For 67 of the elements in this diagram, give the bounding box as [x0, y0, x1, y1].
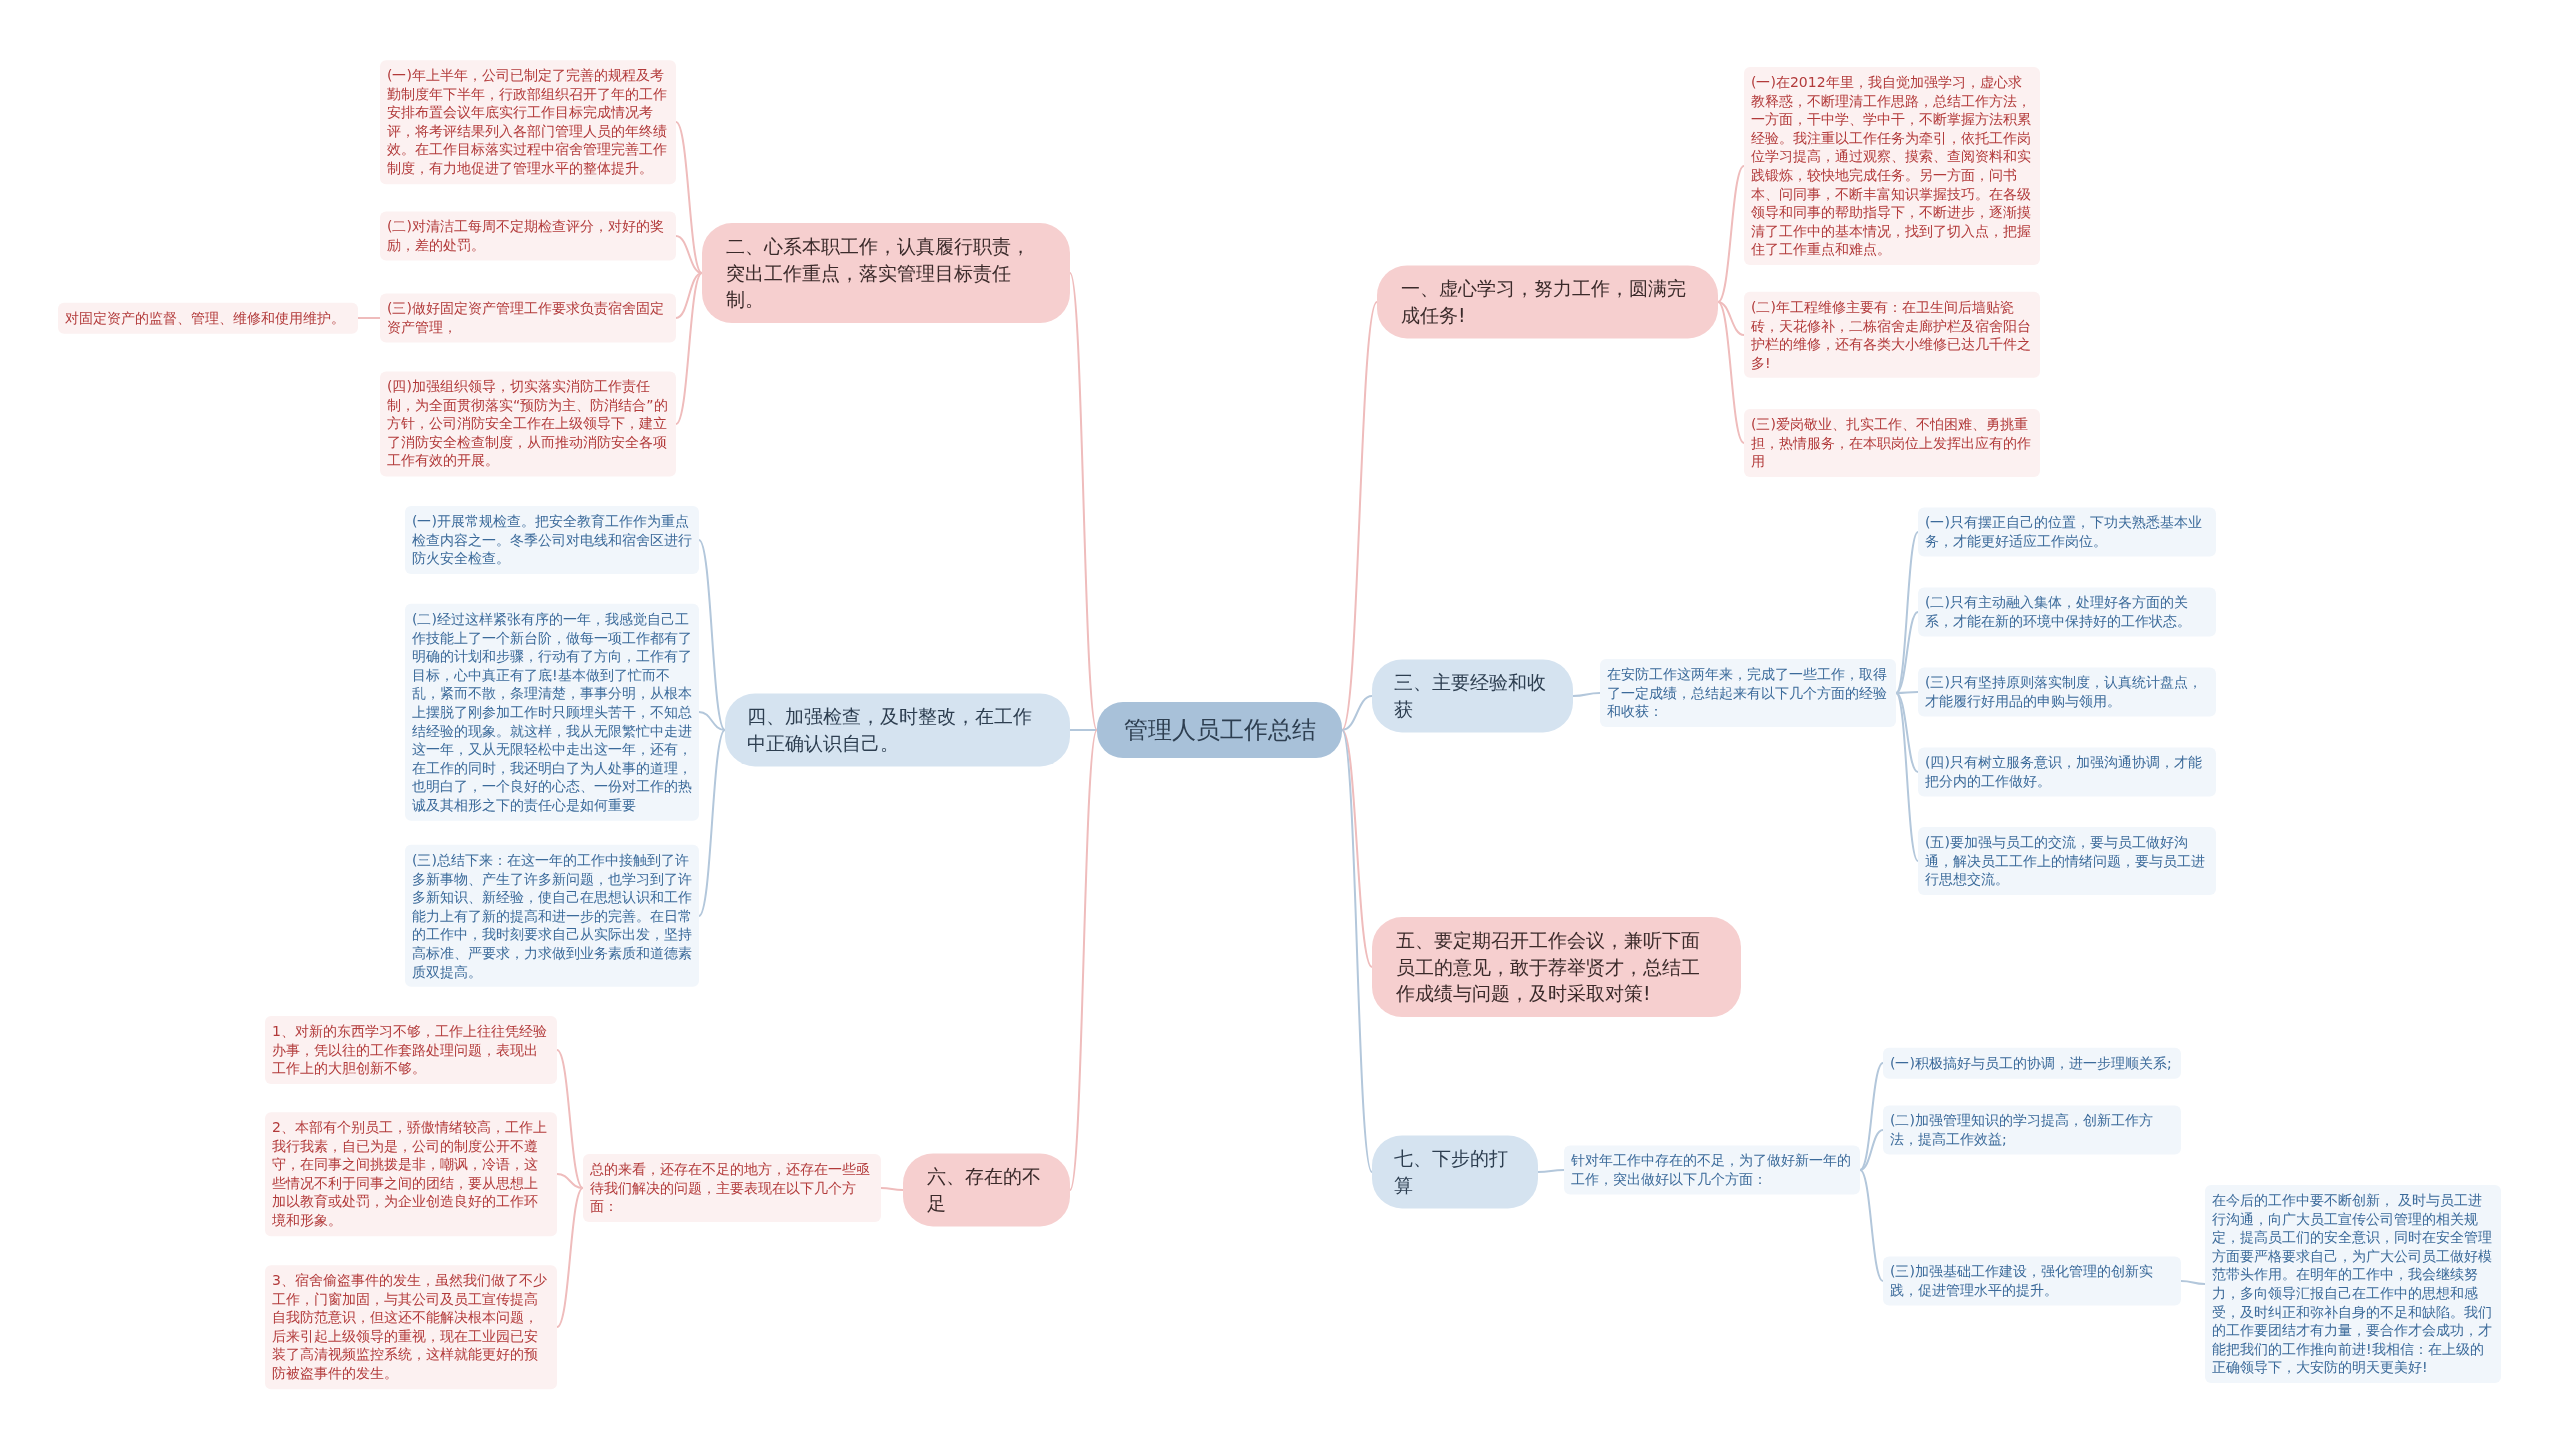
connector-line	[675, 272, 703, 425]
note-box: 对固定资产的监督、管理、维修和使用维护。	[58, 302, 358, 334]
connector-line	[1717, 301, 1745, 444]
note-box: (二)对清洁工每周不定期检查评分，对好的奖励，差的处罚。	[380, 211, 676, 261]
connector-line	[675, 235, 703, 274]
note-box: (四)加强组织领导，切实落实消防工作责任制，为全面贯彻落实“预防为主、防消结合”的方针，公司消防安全工作在上级领导下，建立了消防安全检查制度，从而推动消防安全各项工作有效的开展。	[380, 371, 676, 477]
note-box: (一)在2012年里，我自觉加强学习，虚心求教释惑，不断理清工作思路，总结工作方法，一方面，干中学、学中干，不断掌握方法积累经验。我注重以工作任务为牵引，依托工作岗位学习提高，通过观察、摸索、查阅资料和实践锻炼，较快地完成任务。另一方面，问书本、问同事，不断丰富知识掌握技巧。在各级领导和同事的帮助指导下，不断进步，逐渐摸清了工作中的基本情况，找到了切入点，把握住了工作重点和难点。	[1744, 66, 2040, 266]
connector-line	[1069, 272, 1098, 731]
note-box: (二)年工程维修主要有：在卫生间后墙贴瓷砖，天花修补，二栋宿舍走廊护栏及宿舍阳台护栏的维修，还有各类大小维修已达几千件之多!	[1744, 291, 2040, 379]
connector-line	[1859, 1062, 1884, 1171]
note-box: 总的来看，还存在不足的地方，还存在一些亟待我们解决的问题，主要表现在以下几个方面：	[583, 1154, 881, 1222]
connector-line	[1341, 695, 1373, 731]
connector-line	[1537, 1169, 1565, 1173]
connector-line	[1895, 691, 1919, 694]
note-box: (三)做好固定资产管理工作要求负责宿舍固定资产管理，	[380, 293, 676, 343]
connector-line	[698, 729, 726, 917]
connector-line	[1895, 692, 1919, 773]
note-box: (三)只有坚持原则落实制度，认真统计盘点，才能履行好用品的申购与领用。	[1918, 667, 2216, 717]
connector-line	[880, 1187, 904, 1191]
note-box: (一)年上半年，公司已制定了完善的规程及考勤制度年下半年，行政部组织召开了年的工作安排布置会议年底实行工作目标完成情况考评，将考评结果列入各部门管理人员的年终绩效。在工作目标落实过程中宿舍管理完善工作制度，有力地促进了管理水平的整体提升。	[380, 60, 676, 184]
note-box: 3、宿舍偷盗事件的发生，虽然我们做了不少工作，门窗加固，与其公司及员工宣传提高自我防范意识，但这还不能解决根本问题，后来引起上级领导的重视，现在工业园已安装了高清视频监控系统，这样就能更好的预防被盗事件的发生。	[265, 1265, 557, 1389]
connector-line	[698, 711, 726, 731]
note-box: (二)只有主动融入集体，处理好各方面的关系，才能在新的环境中保持好的工作状态。	[1918, 587, 2216, 637]
connector-line	[2180, 1280, 2206, 1285]
connector-line	[675, 121, 703, 274]
connector-line	[1859, 1129, 1884, 1171]
note-box: (三)爱岗敬业、扎实工作、不怕困难、勇挑重担，热情服务，在本职岗位上发挥出应有的作用	[1744, 409, 2040, 477]
connector-line	[1895, 692, 1919, 862]
connector-line	[698, 539, 726, 731]
connector-line	[1341, 729, 1373, 1173]
note-box: (一)开展常规检查。把安全教育工作作为重点检查内容之一。冬季公司对电线和宿舍区进行防火安全检查。	[405, 506, 699, 574]
branch-topic: 七、下步的打算	[1372, 1135, 1538, 1209]
connector-line	[1341, 729, 1373, 968]
note-box: 针对年工作中存在的不足，为了做好新一年的工作，突出做好以下几个方面：	[1564, 1145, 1860, 1195]
branch-topic: 五、要定期召开工作会议，兼听下面员工的意见，敢于荐举贤才，总结工作成绩与问题，及时采取对策!	[1372, 917, 1741, 1017]
branch-topic: 六、存在的不足	[903, 1153, 1070, 1227]
connector-line	[1895, 611, 1919, 694]
note-box: (一)积极搞好与员工的协调，进一步理顺关系;	[1883, 1047, 2181, 1079]
connector-line	[1341, 301, 1378, 731]
branch-topic: 四、加强检查，及时整改，在工作中正确认识自己。	[725, 693, 1070, 767]
note-box: 2、本部有个别员工，骄傲情绪较高，工作上我行我素，自已为是，公司的制度公开不遵守，在同事之间挑拨是非，嘲讽，冷语，这些情况不利于同事之间的团结，要从思想上加以教育或处罚，为企业创造良好的工作环境和形象。	[265, 1112, 557, 1236]
note-box: (二)经过这样紧张有序的一年，我感觉自己工作技能上了一个新台阶，做每一项工作都有了明确的计划和步骤，行动有了方向，工作有了目标，心中真正有了底!基本做到了忙而不乱，紧而不散，条理清楚，事事分明，从根本上摆脱了刚参加工作时只顾埋头苦干，不知总结经验的现象。就这样，我从无限繁忙中走进这一年，又从无限轻松中走出这一年，还有，在工作的同时，我还明白了为人处事的道理，也明白了，一个良好的心态、一份对工作的热诚及其相形之下的责任心是如何重要	[405, 603, 699, 821]
connector-line	[1859, 1169, 1884, 1282]
connector-line	[675, 272, 703, 319]
note-box: (二)加强管理知识的学习提高，创新工作方法，提高工作效益;	[1883, 1105, 2181, 1155]
connector-line	[1069, 729, 1098, 731]
note-box: 在今后的工作中要不断创新， 及时与员工进行沟通，向广大员工宣传公司管理的相关规定，提高员工们的安全意识，同时在安全管理方面要严格要求自己，为广大公司员工做好模范带头作用。在明年的工作中，我会继续努力，多向领导汇报自己在工作中的思想和感受，及时纠正和弥补自身的不足和缺陷。我们的工作要团结才有力量，要合作才会成功，才能把我们的工作推向前进!我相信：在上级的正确领导下，大安防的明天更美好!	[2205, 1184, 2501, 1384]
note-box: (三)总结下来：在这一年的工作中接触到了许多新事物、产生了许多新问题，也学习到了许多新知识、新经验，使自己在思想认识和工作能力上有了新的提高和进一步的完善。在日常的工作中，我时刻要求自己从实际出发，坚持高标准、严要求，力求做到业务素质和道德素质双提高。	[405, 844, 699, 988]
connector-line	[1717, 165, 1745, 303]
note-box: (四)只有树立服务意识，加强沟通协调，才能把分内的工作做好。	[1918, 747, 2216, 797]
note-box: 1、对新的东西学习不够，工作上往往凭经验办事，凭以往的工作套路处理问题，表现出工作上的大胆创新不够。	[265, 1016, 557, 1084]
connector-line	[1895, 531, 1919, 694]
note-box: (三)加强基础工作建设，强化管理的创新实践，促进管理水平的提升。	[1883, 1256, 2181, 1306]
connector-line	[556, 1049, 584, 1189]
branch-topic: 三、主要经验和收获	[1372, 659, 1573, 733]
connector-line	[556, 1187, 584, 1328]
branch-topic: 二、心系本职工作，认真履行职责，突出工作重点，落实管理目标责任制。	[702, 223, 1070, 323]
connector-line	[1572, 692, 1601, 697]
note-box: (五)要加强与员工的交流，要与员工做好沟通，解决员工工作上的情绪问题，要与员工进行思想交流。	[1918, 827, 2216, 895]
branch-topic: 一、虚心学习，努力工作，圆满完成任务!	[1377, 265, 1718, 339]
connector-line	[1717, 301, 1745, 336]
note-box: (一)只有摆正自己的位置，下功夫熟悉基本业务，才能更好适应工作岗位。	[1918, 507, 2216, 557]
central-topic: 管理人员工作总结	[1097, 702, 1342, 758]
connector-line	[556, 1173, 584, 1189]
note-box: 在安防工作这两年来，完成了一些工作，取得了一定成绩，总结起来有以下几个方面的经验和收获：	[1600, 659, 1896, 727]
connector-line	[1069, 729, 1098, 1191]
connector-line	[357, 317, 381, 319]
